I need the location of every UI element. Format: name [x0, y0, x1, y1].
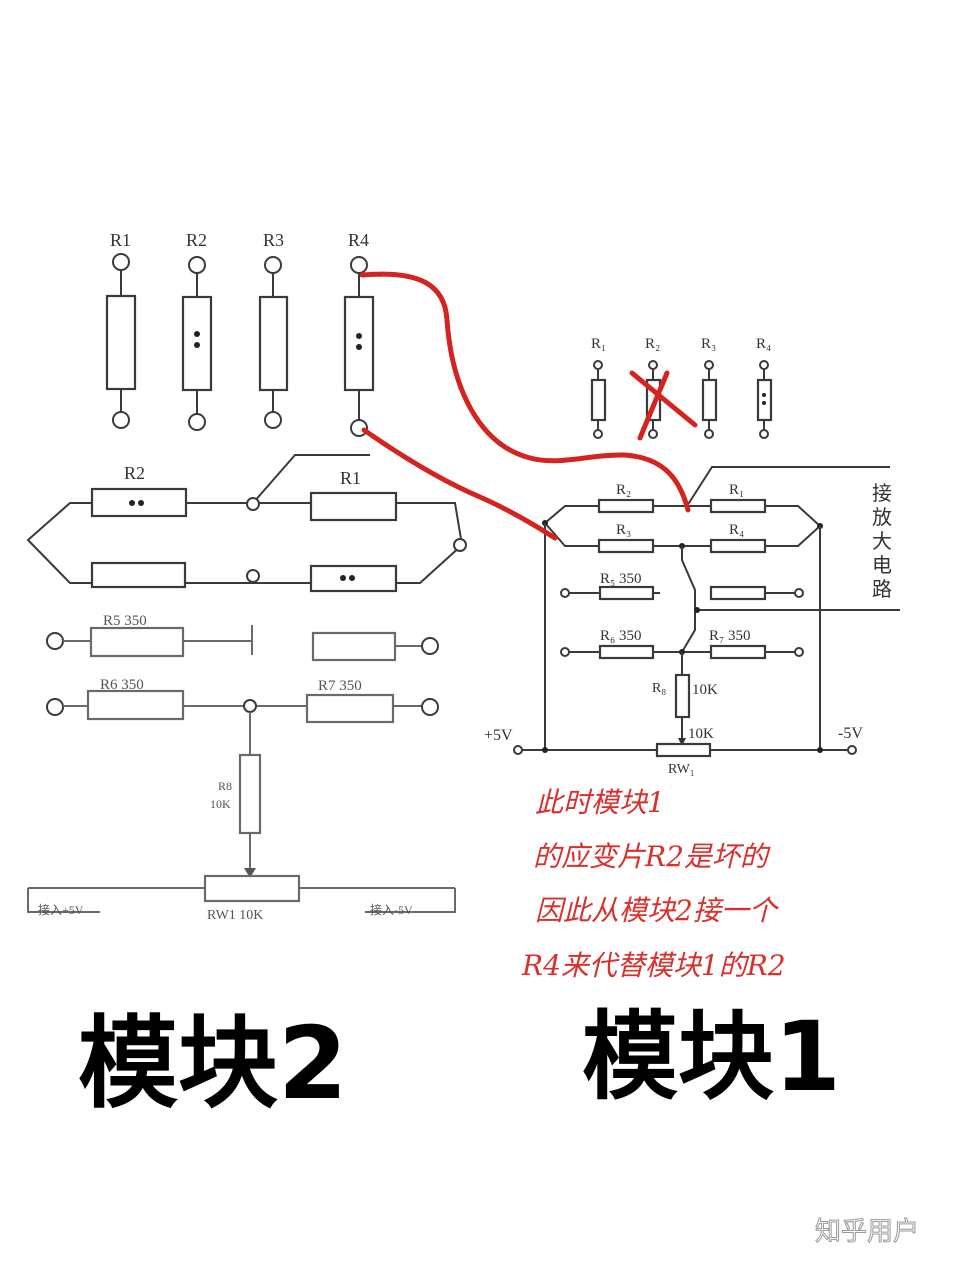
- module1-gauge-r1-label: R₁: [591, 336, 606, 352]
- caption-module2: 模块2: [78, 1005, 348, 1122]
- module1-gauge-r4: R₄: [756, 336, 773, 439]
- module2-rw1-label: RW1 10K: [207, 908, 263, 923]
- module1-r8-label: R₈: [652, 681, 666, 696]
- module1-amp-char-2: 放: [872, 506, 892, 529]
- module2-resistor-rows: R5 350 R6 350 R7 350: [46, 613, 439, 724]
- red-wire-bottom: [361, 427, 558, 541]
- module1-r7-label: R₇ 350: [709, 628, 750, 644]
- module2-bridge-r2-label: R2: [124, 463, 145, 483]
- module2-r5-label: R5 350: [103, 613, 147, 629]
- module2-r8-label: R8: [218, 779, 232, 793]
- module1-bridge-r2-label: R₂: [616, 482, 631, 498]
- module1-gauge-r4-label: R₄: [756, 336, 771, 352]
- module2-bridge: R2 R1: [26, 454, 467, 593]
- module2-bridge-r1-label: R1: [340, 468, 361, 488]
- module2-input-minus: 接入-5V: [370, 902, 413, 917]
- module2-input-plus: 接入+5V: [38, 902, 84, 917]
- module2-gauge-r4: R4: [343, 230, 375, 437]
- module1-diagram: R₁ R₂ R₃ R₄: [484, 336, 900, 777]
- note-line-4: R4来代替模块1的R2: [521, 949, 786, 982]
- module2-gauge-r3: R3: [258, 230, 289, 429]
- module1-amplifier-label: 接 放 大 电 路: [872, 482, 892, 601]
- module1-r5-label: R₅ 350: [600, 571, 641, 587]
- red-wire-annotations: [359, 271, 698, 541]
- module1-bridge-r1-label: R₁: [729, 482, 744, 498]
- red-cross-mark: [629, 370, 698, 441]
- module1-bridge-r3-label: R₃: [616, 522, 631, 538]
- module2-r8-value: 10K: [210, 797, 231, 811]
- module1-gauge-r2-label: R₂: [645, 336, 660, 352]
- module1-resistor-rows: R₅ 350 R₆ 350 R₇ 350: [560, 546, 820, 660]
- note-line-3: 因此从模块2接一个: [535, 894, 780, 927]
- module1-rw1-label: RW₁: [668, 762, 695, 777]
- module1-bridge: R₂ R₁ R₃ R₄: [542, 466, 900, 750]
- module2-gauge-r1-label: R1: [110, 230, 131, 250]
- module2-gauge-r2: R2: [181, 230, 213, 431]
- red-wire-top: [359, 271, 691, 513]
- module1-r6-label: R₆ 350: [600, 628, 641, 644]
- module1-amp-char-1: 接: [872, 482, 892, 505]
- module2-r7-label: R7 350: [318, 678, 362, 694]
- module1-bridge-r4-label: R₄: [729, 522, 744, 538]
- module2-rw1-network: R8 10K RW1 10K 接入+5V 接入-5V: [27, 712, 456, 923]
- handwritten-note: 此时模块1 的应变片R2是坏的 因此从模块2接一个 R4来代替模块1的R2: [521, 786, 786, 982]
- module1-plus5v-label: +5V: [484, 727, 513, 744]
- note-line-1: 此时模块1: [535, 786, 665, 819]
- module1-amp-char-5: 路: [872, 578, 892, 601]
- module1-rw-value: 10K: [688, 726, 714, 742]
- module2-gauge-r3-label: R3: [263, 230, 284, 250]
- module2-diagram: R1 R2 R3 R4: [26, 230, 467, 923]
- module2-gauge-r1: R1: [105, 230, 137, 429]
- module2-gauge-r4-label: R4: [348, 230, 369, 250]
- module1-amp-char-3: 大: [872, 530, 892, 553]
- module1-amp-char-4: 电: [872, 554, 892, 577]
- module1-gauge-r1: R₁: [590, 336, 606, 439]
- watermark-text: 知乎用户: [815, 1217, 919, 1247]
- module1-gauge-r3-label: R₃: [701, 336, 716, 352]
- module2-r6-label: R6 350: [100, 677, 144, 693]
- module1-r8-value: 10K: [692, 682, 718, 698]
- note-line-2: 的应变片R2是坏的: [533, 840, 771, 873]
- module2-gauge-r2-label: R2: [186, 230, 207, 250]
- module1-minus5v-label: -5V: [838, 725, 863, 742]
- module1-rw1-network: R₈ 10K 10K RW₁ +5V -5V: [484, 652, 863, 777]
- caption-module1: 模块1: [582, 1001, 841, 1113]
- module1-gauge-r3: R₃: [701, 336, 718, 439]
